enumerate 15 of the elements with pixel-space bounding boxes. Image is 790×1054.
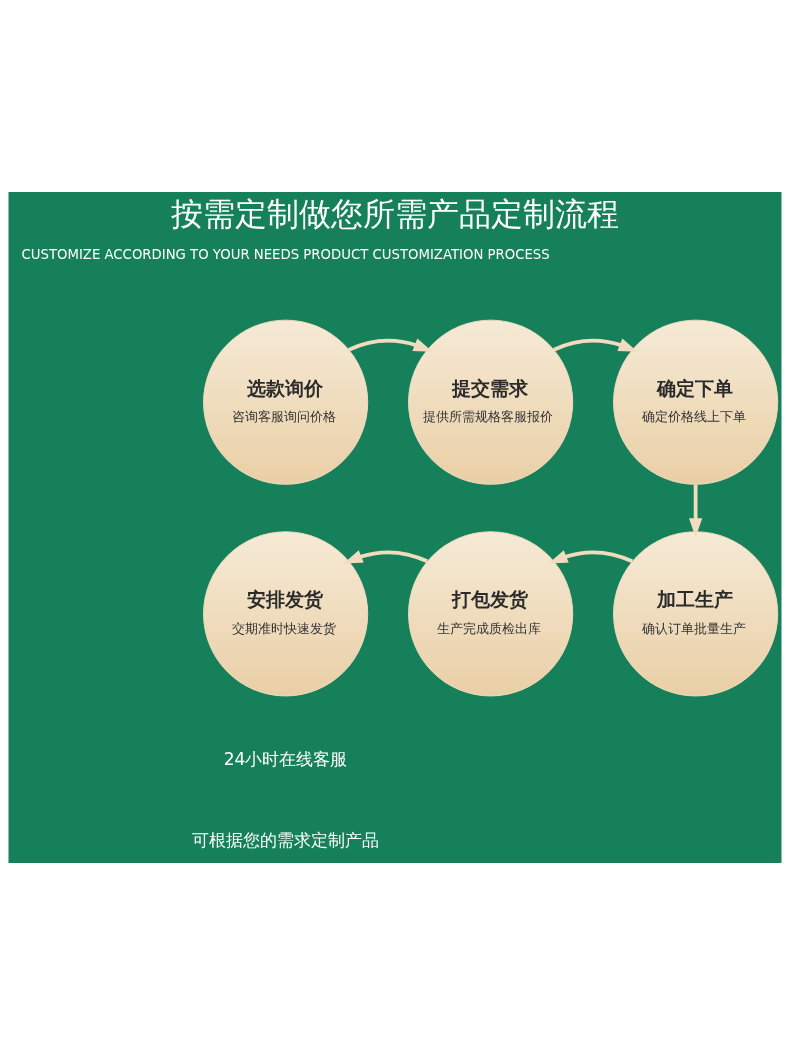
- diagram-title: 按需定制做您所需产品定制流程: [171, 194, 619, 233]
- arrow: [343, 549, 428, 563]
- arrow: [553, 338, 638, 352]
- label: 可根据您的需求定制产品: [192, 829, 380, 850]
- node-circle: 提交需求 提供所需规格客服报价: [408, 319, 574, 485]
- node-circle: 打包发货 生产完成质检出库: [408, 530, 574, 696]
- node-circle: 安排发货 交期准时快速发货: [203, 530, 369, 696]
- arrow: [548, 549, 633, 563]
- label: CUSTOMIZE ACCORDING TO YOUR NEEDS PRODUCT CUSTOMIZATION PROCESS: [21, 246, 550, 262]
- node-circle: 加工生产 确认订单批量生产: [613, 530, 779, 696]
- node-circle: 确定下单 确定价格线上下单: [613, 319, 779, 485]
- node-circle: 选款询价 咨询客服询问价格: [203, 319, 369, 485]
- arrow: [348, 338, 433, 352]
- label: 24小时在线客服: [223, 748, 348, 769]
- arrow: [688, 484, 703, 537]
